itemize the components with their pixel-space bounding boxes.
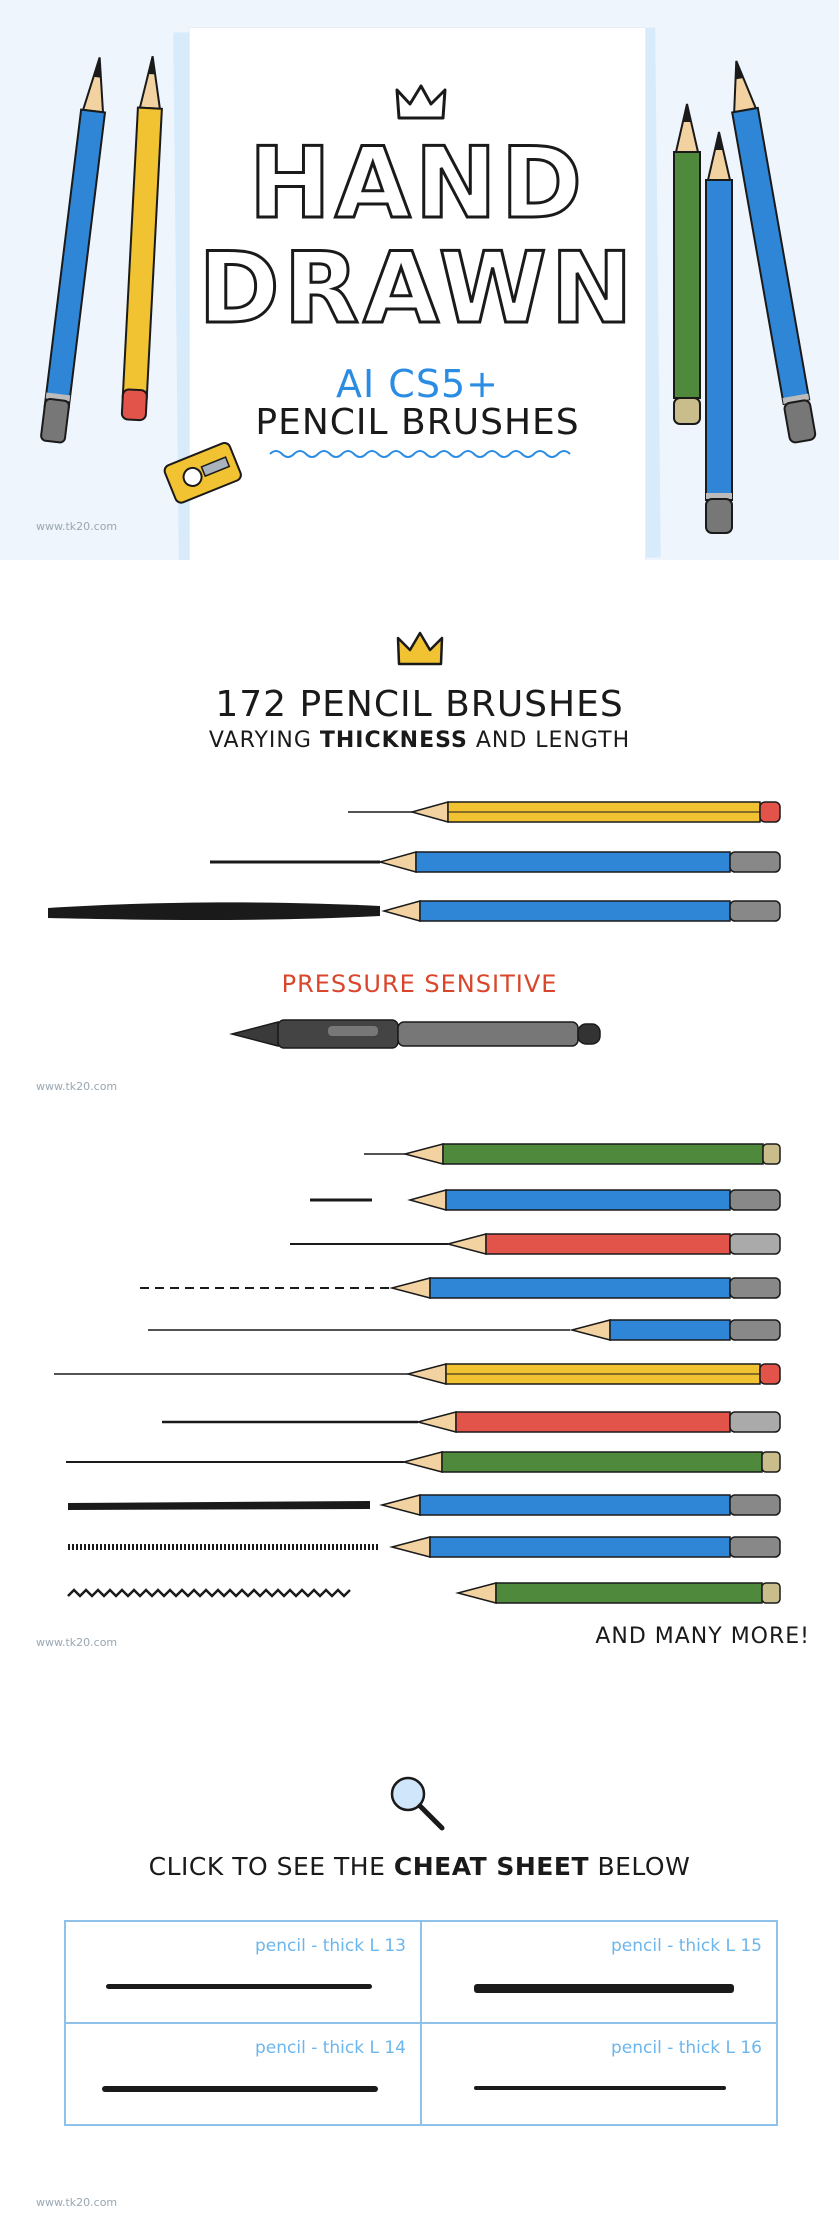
features-subtitle-post: AND LENGTH xyxy=(467,728,631,753)
features-title: 172 PENCIL BRUSHES xyxy=(215,684,624,725)
watermark: www.tk20.com xyxy=(36,1080,118,1093)
cheat-cell-label: pencil - thick L 16 xyxy=(610,2038,762,2058)
cheat-cell-label: pencil - thick L 14 xyxy=(254,2038,406,2058)
brush-stroke-sample xyxy=(102,2086,378,2092)
crown-icon xyxy=(395,84,447,120)
hero-product: PENCIL BRUSHES xyxy=(255,402,580,443)
hero-title-line2: DRAWN xyxy=(197,232,637,346)
cheat-sheet-grid: pencil - thick L 13 pencil - thick L 15 … xyxy=(64,1920,778,2126)
hero-pencil-blue-right xyxy=(705,131,733,534)
crown-icon xyxy=(396,631,444,666)
brush-stroke-sample xyxy=(474,2086,726,2090)
click-bold: CHEAT SHEET xyxy=(393,1852,589,1881)
cheat-cell-15[interactable]: pencil - thick L 15 xyxy=(422,1922,776,2024)
hero-version: AI CS5+ xyxy=(336,362,499,406)
hero-section: HAND DRAWN AI CS5+ PENCIL BRUSHES xyxy=(0,0,839,560)
wavy-underline xyxy=(269,450,571,458)
pressure-sensitive-label: PRESSURE SENSITIVE xyxy=(281,970,558,998)
thickness-row-3 xyxy=(48,900,781,922)
cheat-cell-label: pencil - thick L 15 xyxy=(610,1936,762,1956)
variety-pencil-rows xyxy=(54,1143,781,1604)
watermark: www.tk20.com xyxy=(36,1636,118,1649)
hero-pencil-green-right xyxy=(673,103,701,425)
thickness-row-1 xyxy=(348,801,781,823)
and-many-more-label: AND MANY MORE! xyxy=(595,1624,810,1649)
click-cheat-sheet-label[interactable]: CLICK TO SEE THE CHEAT SHEET BELOW xyxy=(0,1852,839,1881)
features-subtitle-bold: THICKNESS xyxy=(319,728,468,753)
hero-pencil-yellow-left xyxy=(120,56,163,422)
cheat-cell-13[interactable]: pencil - thick L 13 xyxy=(66,1922,422,2024)
hero-pencil-blue-left xyxy=(40,57,107,444)
watermark: www.tk20.com xyxy=(36,2196,118,2209)
cheat-cell-14[interactable]: pencil - thick L 14 xyxy=(66,2024,422,2124)
thickness-row-2 xyxy=(210,851,781,873)
click-post: BELOW xyxy=(589,1852,691,1881)
hero-title-line1: HAND xyxy=(247,127,587,241)
cheat-cell-16[interactable]: pencil - thick L 16 xyxy=(422,2024,776,2124)
click-pre: CLICK TO SEE THE xyxy=(148,1852,394,1881)
hero-pencil-blue-far-right xyxy=(731,60,817,444)
features-subtitle-pre: VARYING xyxy=(208,728,320,753)
cheat-cell-label: pencil - thick L 13 xyxy=(254,1936,406,1956)
brush-stroke-sample xyxy=(106,1984,372,1989)
features-subtitle: VARYING THICKNESS AND LENGTH xyxy=(0,728,839,753)
thickness-pencil-rows xyxy=(48,801,781,922)
brush-stroke-sample xyxy=(474,1984,734,1993)
magnifier-icon[interactable] xyxy=(384,1772,456,1836)
watermark: www.tk20.com xyxy=(36,520,118,533)
stylus-pen-icon xyxy=(229,1019,601,1049)
sharpener-icon xyxy=(163,441,242,504)
